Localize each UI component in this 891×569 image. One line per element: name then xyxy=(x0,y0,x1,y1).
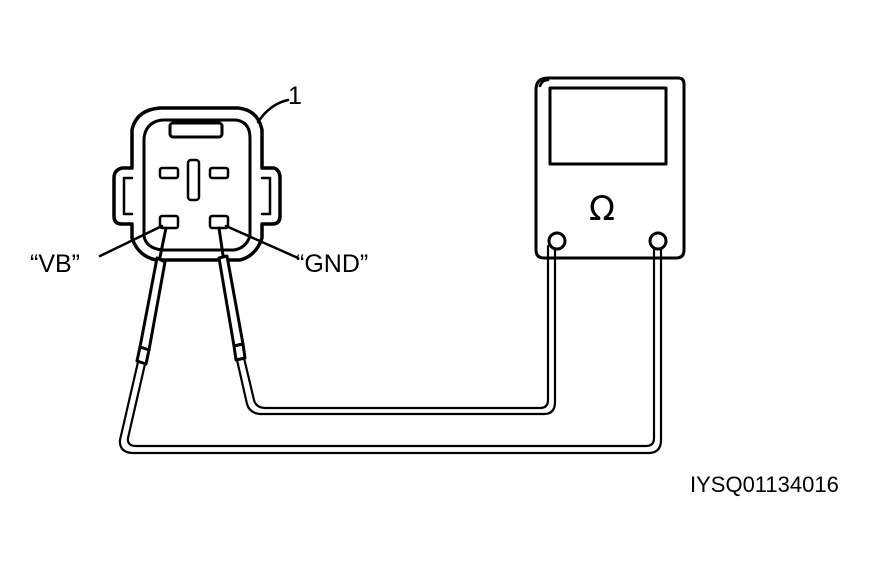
probe-vb-tip xyxy=(157,226,168,264)
gnd-leader xyxy=(224,224,300,260)
ohm-symbol: Ω xyxy=(589,189,615,229)
connector-right-ear xyxy=(260,176,272,216)
callout-leader-1 xyxy=(256,98,290,124)
terminal-vb xyxy=(158,214,180,230)
meter-display xyxy=(548,86,668,166)
probe-vb-body xyxy=(138,256,167,352)
vb-leader xyxy=(98,224,164,258)
probe-gnd xyxy=(217,226,247,362)
cavity-upper-left xyxy=(158,166,180,180)
meter-body xyxy=(534,76,686,260)
lead-gnd xyxy=(235,244,557,416)
lead-vb xyxy=(118,244,663,455)
connector-inner-shell xyxy=(142,118,252,252)
sensor-connector xyxy=(112,106,282,262)
gnd-pin-label: “GND” xyxy=(296,250,369,278)
meter-terminal-left xyxy=(547,231,567,251)
ohmmeter xyxy=(534,76,686,260)
figure-code: IYSQ01134016 xyxy=(690,472,839,497)
connector-left-ear xyxy=(122,176,134,216)
probe-gnd-body xyxy=(217,254,245,348)
vb-pin-label: “VB” xyxy=(30,250,80,278)
cavity-upper-right xyxy=(208,166,230,180)
meter-body-inner-edge xyxy=(538,78,550,88)
connector-center-key xyxy=(186,158,201,202)
connector-outer-shell xyxy=(112,106,282,262)
meter-terminal-right xyxy=(648,231,668,251)
callout-number-1: 1 xyxy=(288,82,302,110)
connector-lock-tab xyxy=(168,121,224,139)
